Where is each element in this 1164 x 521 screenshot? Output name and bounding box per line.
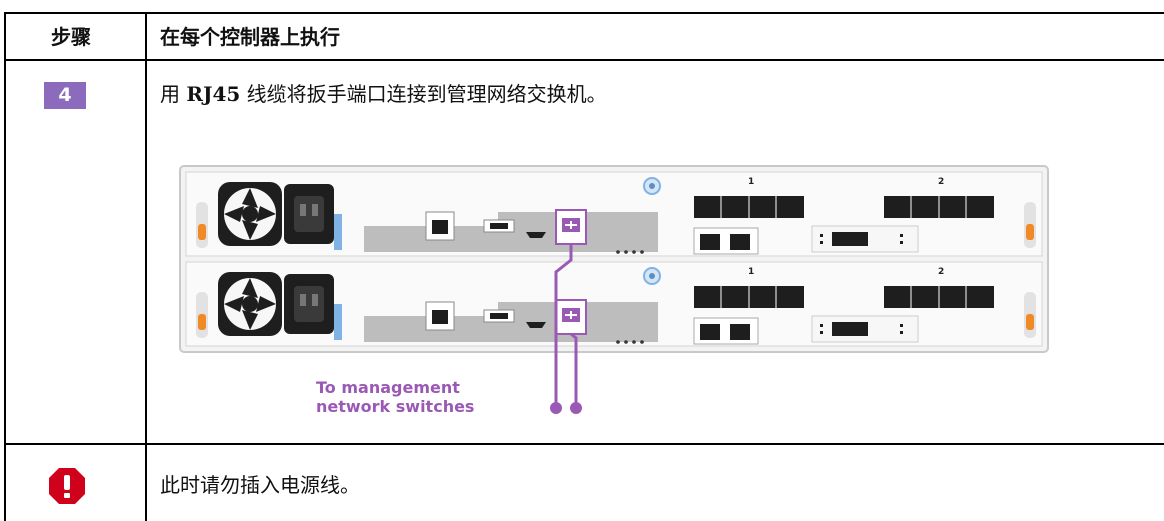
controller-top: 1 2	[185, 171, 1043, 257]
port-group-label-1: 1	[748, 177, 754, 187]
fan-icon	[218, 272, 282, 336]
step-instruction: 用 RJ45 线缆将扳手端口连接到管理网络交换机。	[160, 80, 607, 108]
warning-text: 此时请勿插入电源线。	[160, 473, 360, 497]
instruction-prefix: 用	[160, 82, 187, 106]
instruction-suffix: 线缆将扳手端口连接到管理网络交换机。	[240, 82, 607, 106]
latch-left-top	[198, 224, 206, 240]
management-cables	[554, 244, 578, 408]
latch-left-bottom	[198, 314, 206, 330]
header-step: 步骤	[51, 25, 91, 49]
fan-icon	[218, 182, 282, 246]
controller-rear-diagram: 1 2	[178, 164, 1052, 426]
header-row-divider	[4, 59, 1164, 61]
callout-line-2: network switches	[316, 397, 474, 416]
table-column-divider	[145, 12, 147, 521]
cable-end-dot-1	[550, 402, 562, 414]
callout-line-1: To management	[316, 378, 460, 397]
table-left-border	[4, 12, 6, 521]
step-number-badge: 4	[44, 82, 86, 109]
controller-bottom: 1 2	[185, 261, 1043, 347]
cable-end-dot-2	[570, 402, 582, 414]
instruction-cable-type: RJ45	[186, 82, 241, 106]
warning-stop-icon	[49, 468, 85, 504]
power-inlet-icon	[284, 184, 342, 250]
latch-right-top	[1026, 224, 1034, 240]
power-inlet-icon	[284, 274, 342, 340]
port-group-label-2: 2	[938, 177, 944, 187]
step-row-divider	[4, 443, 1164, 445]
table-top-border	[4, 12, 1164, 14]
header-action: 在每个控制器上执行	[160, 25, 340, 49]
latch-right-bottom	[1026, 314, 1034, 330]
port-group-label-1: 1	[748, 267, 754, 277]
port-group-label-2: 2	[938, 267, 944, 277]
